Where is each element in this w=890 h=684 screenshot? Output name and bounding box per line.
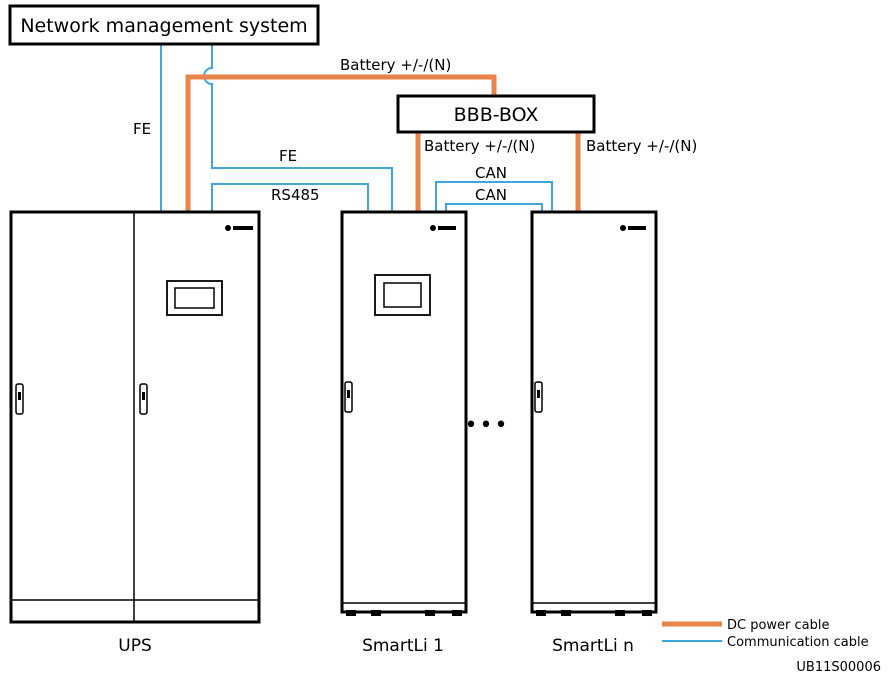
caster-wheels-icon <box>346 610 462 616</box>
can-cable-bottom <box>445 203 543 212</box>
label-can-bottom: CAN <box>475 186 507 204</box>
ellipsis: ••• <box>465 413 510 438</box>
door-handle-icon <box>139 383 148 415</box>
ups-cabinet <box>9 210 261 624</box>
nms-label: Network management system <box>20 15 307 37</box>
smartli1-label: SmartLi 1 <box>362 636 444 656</box>
bbb-box: BBB-BOX <box>396 94 596 134</box>
cables <box>160 44 581 212</box>
legend-dc-power-label: DC power cable <box>727 618 830 633</box>
caster-wheels-icon <box>536 610 652 616</box>
smartlin-label: SmartLi n <box>552 636 634 656</box>
label-battery-bbb-smartlin: Battery +/-/(N) <box>586 137 697 155</box>
label-battery-bbb-smartli1: Battery +/-/(N) <box>424 137 535 155</box>
door-handle-icon <box>534 381 543 413</box>
door-handle-icon <box>344 381 353 413</box>
legend: DC power cable Communication cable <box>662 618 869 650</box>
smartli1-cabinet <box>340 210 468 616</box>
figure-id: UB11S00006 <box>796 660 881 675</box>
nms-box: Network management system <box>8 4 320 46</box>
display-panel-icon <box>374 274 431 316</box>
battery-cable-ups-bbb <box>185 74 497 212</box>
label-fe-ups: FE <box>133 120 151 138</box>
smartlin-cabinet <box>530 210 658 616</box>
door-handle-icon <box>15 383 24 415</box>
brand-logo-icon <box>430 225 456 231</box>
rs485-cable <box>211 183 369 212</box>
label-can-top: CAN <box>475 164 507 182</box>
ups-label: UPS <box>118 636 152 656</box>
bbb-box-label: BBB-BOX <box>454 104 539 126</box>
label-fe-smartli: FE <box>279 147 297 165</box>
brand-logo-icon <box>620 225 646 231</box>
brand-logo-icon <box>225 225 253 231</box>
display-panel-icon <box>166 280 223 316</box>
legend-communication-label: Communication cable <box>727 635 869 650</box>
can-cable-top <box>435 181 553 212</box>
label-rs485: RS485 <box>271 186 320 204</box>
label-battery-ups-bbb: Battery +/-/(N) <box>340 56 451 74</box>
